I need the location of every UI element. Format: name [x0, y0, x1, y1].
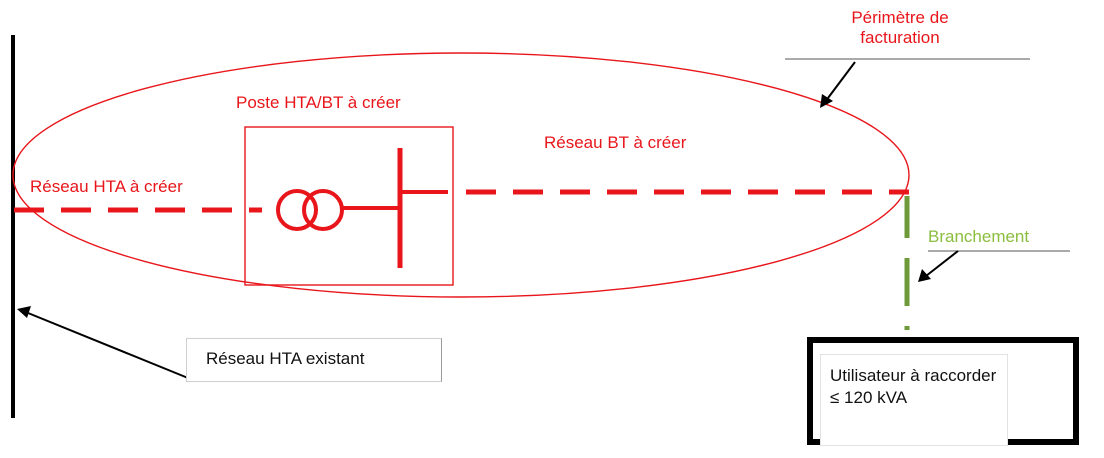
- branchement-label: Branchement: [928, 227, 1030, 246]
- user-callout: [820, 354, 1008, 446]
- bt-network-label: Réseau BT à créer: [544, 133, 687, 152]
- arrow-icon: [17, 306, 189, 379]
- arrow-icon: [820, 61, 856, 108]
- billing-perimeter-ellipse: [12, 52, 910, 298]
- arrow-icon: [918, 250, 959, 282]
- billing-perimeter-label: Périmètre de facturation: [851, 8, 949, 47]
- existing-hta-callout: [186, 338, 442, 382]
- substation-label: Poste HTA/BT à créer: [236, 93, 401, 112]
- user-label: Utilisateur à raccorder ≤ 120 kVA: [830, 366, 997, 407]
- existing-hta-label: Réseau HTA existant: [206, 349, 365, 368]
- transformer-icon: [276, 189, 344, 231]
- substation-box: [244, 126, 454, 286]
- new-hta-network-label: Réseau HTA à créer: [30, 177, 183, 196]
